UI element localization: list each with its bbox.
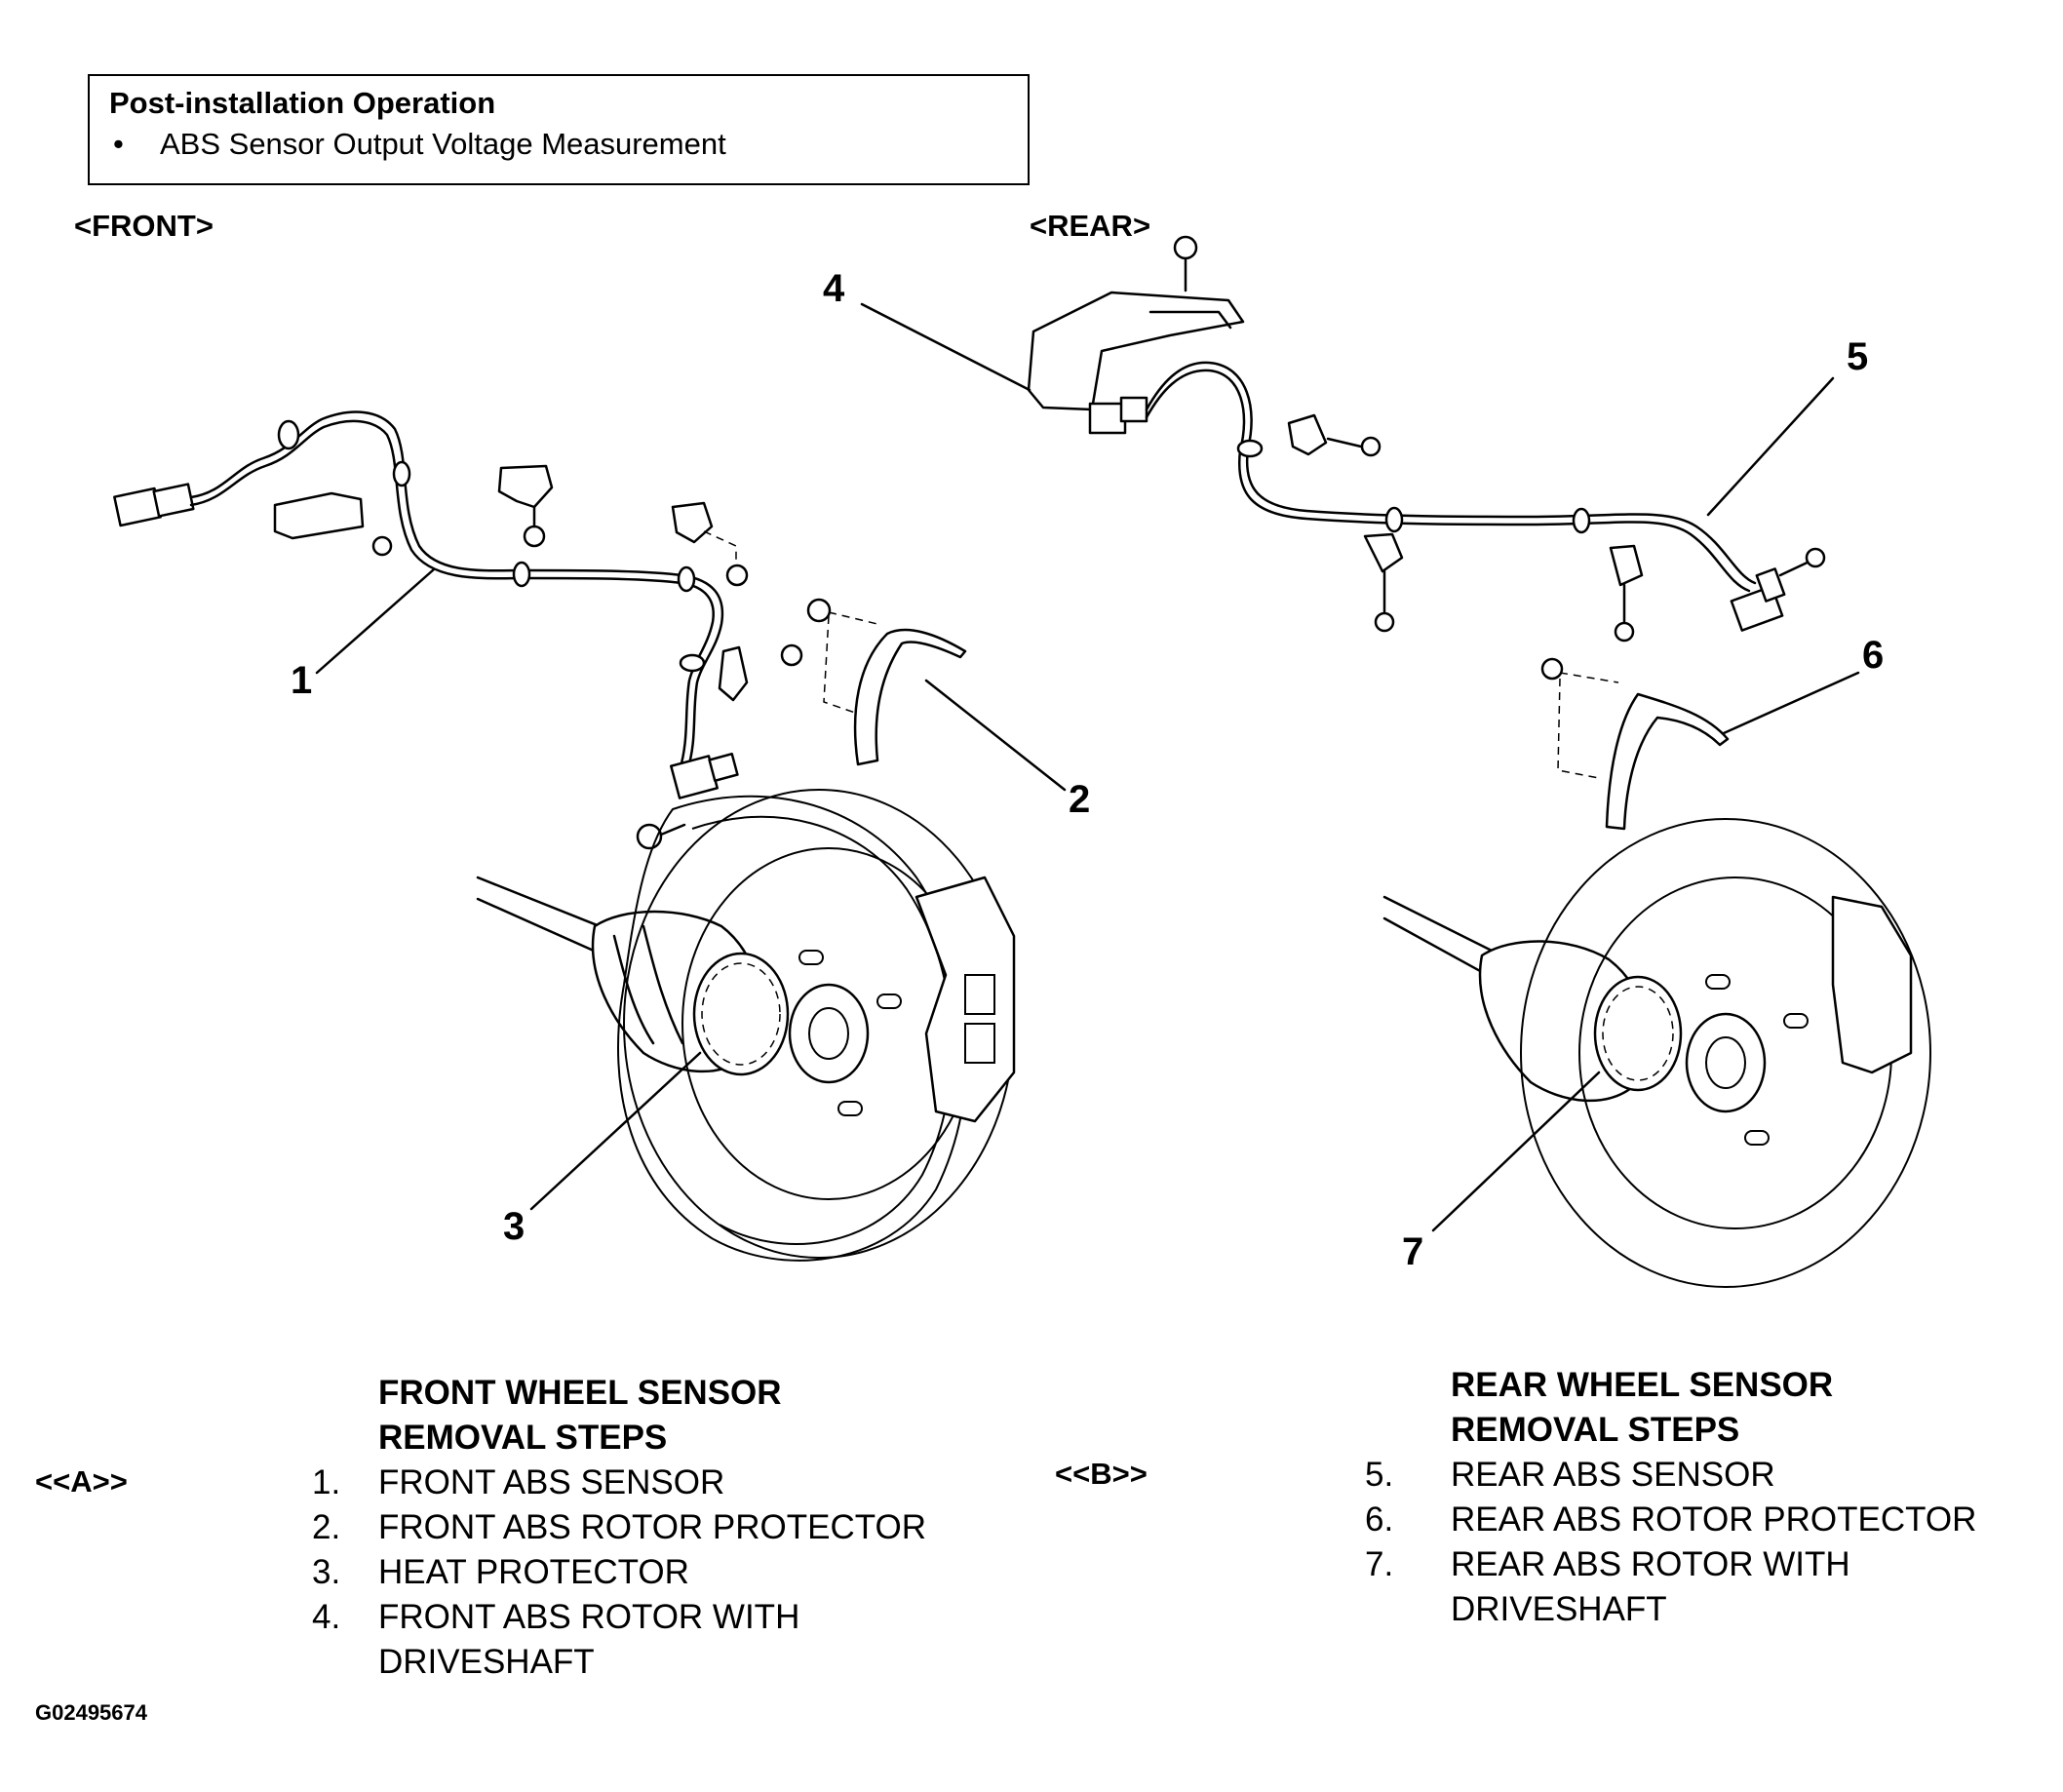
rear-brackets xyxy=(1287,413,1644,643)
step-number: 1. xyxy=(312,1463,341,1501)
post-installation-item: • ABS Sensor Output Voltage Measurement xyxy=(113,127,726,162)
step-text: FRONT ABS ROTOR PROTECTOR xyxy=(378,1508,927,1546)
step-number: 5. xyxy=(1365,1456,1394,1494)
front-steps-list: 1. FRONT ABS SENSOR 2. FRONT ABS ROTOR PRO… xyxy=(312,1461,926,1685)
list-item: 7. REAR ABS ROTOR WITH xyxy=(1365,1542,1976,1587)
figure-id: G02495674 xyxy=(35,1700,147,1725)
callout-3: 3 xyxy=(503,1205,525,1248)
step-text: FRONT ABS SENSOR xyxy=(378,1463,725,1501)
step-number: 6. xyxy=(1365,1500,1394,1539)
list-item: 1. FRONT ABS SENSOR xyxy=(312,1461,926,1505)
step-text: DRIVESHAFT xyxy=(1451,1590,1667,1628)
rear-steps-title-line1: REAR WHEEL SENSOR xyxy=(1451,1366,1834,1404)
front-abs-rotor-protector xyxy=(806,598,967,766)
callout-4: 4 xyxy=(823,267,845,310)
step-text: FRONT ABS ROTOR WITH xyxy=(378,1598,800,1636)
rear-steps-title: REAR WHEEL SENSOR REMOVAL STEPS xyxy=(1451,1363,1833,1453)
front-steps-mark: <<A>> xyxy=(35,1464,128,1499)
list-item: 6. REAR ABS ROTOR PROTECTOR xyxy=(1365,1498,1976,1542)
callout-2: 2 xyxy=(1069,778,1091,821)
list-item: 5. REAR ABS SENSOR xyxy=(1365,1453,1976,1498)
step-number: 3. xyxy=(312,1553,341,1591)
list-item: DRIVESHAFT xyxy=(1365,1587,1976,1632)
callout-7: 7 xyxy=(1402,1230,1424,1273)
front-abs-sensor-harness xyxy=(113,410,739,799)
step-text: DRIVESHAFT xyxy=(378,1643,595,1681)
step-number: 2. xyxy=(312,1508,341,1546)
post-installation-title: Post-installation Operation xyxy=(109,86,496,120)
rear-steps-title-line2: REMOVAL STEPS xyxy=(1451,1411,1740,1449)
list-item: 2. FRONT ABS ROTOR PROTECTOR xyxy=(312,1505,926,1550)
list-item: 4. FRONT ABS ROTOR WITH xyxy=(312,1595,926,1640)
post-installation-box: Post-installation Operation • ABS Sensor … xyxy=(88,74,1030,185)
front-wheel-hub-rotor xyxy=(476,789,1016,1262)
rear-steps-list: 5. REAR ABS SENSOR 6. REAR ABS ROTOR PROTE… xyxy=(1365,1453,1976,1632)
bullet-icon: • xyxy=(113,127,124,161)
step-number: 4. xyxy=(312,1598,341,1636)
rear-view-label: <REAR> xyxy=(1030,209,1151,243)
callout-6: 6 xyxy=(1862,634,1885,677)
post-installation-item-text: ABS Sensor Output Voltage Measurement xyxy=(160,127,726,161)
front-leader-lines xyxy=(315,567,1067,1211)
rear-wheel-hub-rotor xyxy=(1382,818,1931,1288)
rear-abs-sensor-harness xyxy=(1027,235,1826,632)
front-view-label: <FRONT> xyxy=(74,209,214,243)
step-number: 7. xyxy=(1365,1545,1394,1583)
rear-steps-mark: <<B>> xyxy=(1055,1457,1148,1491)
rear-abs-rotor-protector xyxy=(1540,657,1730,831)
front-steps-title: FRONT WHEEL SENSOR REMOVAL STEPS xyxy=(378,1371,782,1461)
step-text: REAR ABS SENSOR xyxy=(1451,1456,1775,1494)
list-item: DRIVESHAFT xyxy=(312,1640,926,1685)
rear-leader-lines xyxy=(860,302,1860,1232)
callout-1: 1 xyxy=(291,659,313,702)
callout-5: 5 xyxy=(1847,335,1869,378)
front-brackets xyxy=(273,464,803,850)
front-steps-title-line1: FRONT WHEEL SENSOR xyxy=(378,1374,782,1412)
step-text: REAR ABS ROTOR PROTECTOR xyxy=(1451,1500,1977,1539)
front-steps-title-line2: REMOVAL STEPS xyxy=(378,1419,668,1457)
step-text: REAR ABS ROTOR WITH xyxy=(1451,1545,1850,1583)
list-item: 3. HEAT PROTECTOR xyxy=(312,1550,926,1595)
step-text: HEAT PROTECTOR xyxy=(378,1553,689,1591)
